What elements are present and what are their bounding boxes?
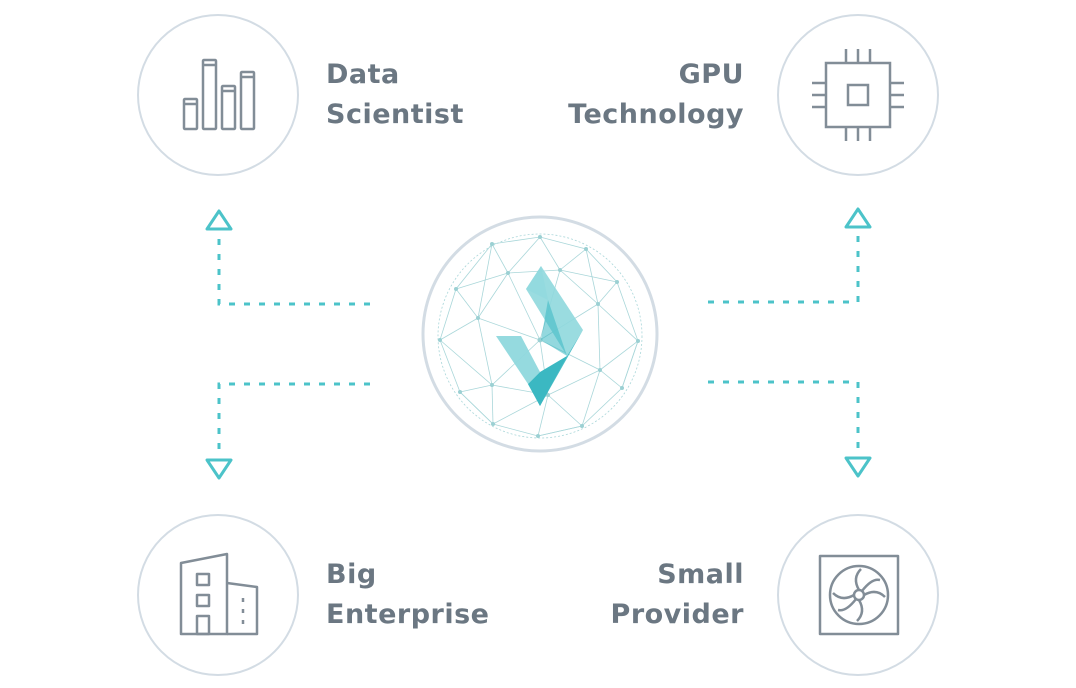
arrow-up-icon <box>205 209 233 231</box>
node-circle-big-enterprise <box>137 514 299 676</box>
arrow-down-icon <box>205 458 233 480</box>
label-line-1: Data <box>326 59 400 90</box>
logo-icon <box>496 266 583 406</box>
fan-icon <box>818 554 900 636</box>
connector-bottom-left <box>217 382 370 456</box>
connector-top-left <box>217 232 370 306</box>
label-data-scientist: Data Scientist <box>326 55 464 135</box>
label-line-2: Technology <box>568 99 744 130</box>
label-small-provider: Small Provider <box>611 555 744 635</box>
label-line-1: Big <box>326 559 377 590</box>
chip-icon <box>812 49 904 141</box>
label-line-2: Enterprise <box>326 599 490 630</box>
label-line-2: Scientist <box>326 99 464 130</box>
mesh-nodes <box>438 235 640 438</box>
connector-top-right <box>708 232 860 304</box>
connector-bottom-right <box>708 380 860 454</box>
label-big-enterprise: Big Enterprise <box>326 555 489 635</box>
label-line-1: Small <box>657 559 744 590</box>
node-circle-gpu-technology <box>777 14 939 176</box>
node-circle-small-provider <box>777 514 939 676</box>
arrow-down-icon <box>844 456 872 478</box>
arrow-up-icon <box>844 207 872 229</box>
label-line-2: Provider <box>610 599 744 630</box>
node-circle-data-scientist <box>137 14 299 176</box>
label-gpu-technology: GPU Technology <box>568 55 744 135</box>
label-line-1: GPU <box>678 59 744 90</box>
bar-chart-icon <box>182 58 256 131</box>
building-icon <box>179 552 259 636</box>
center-circle <box>421 215 659 453</box>
